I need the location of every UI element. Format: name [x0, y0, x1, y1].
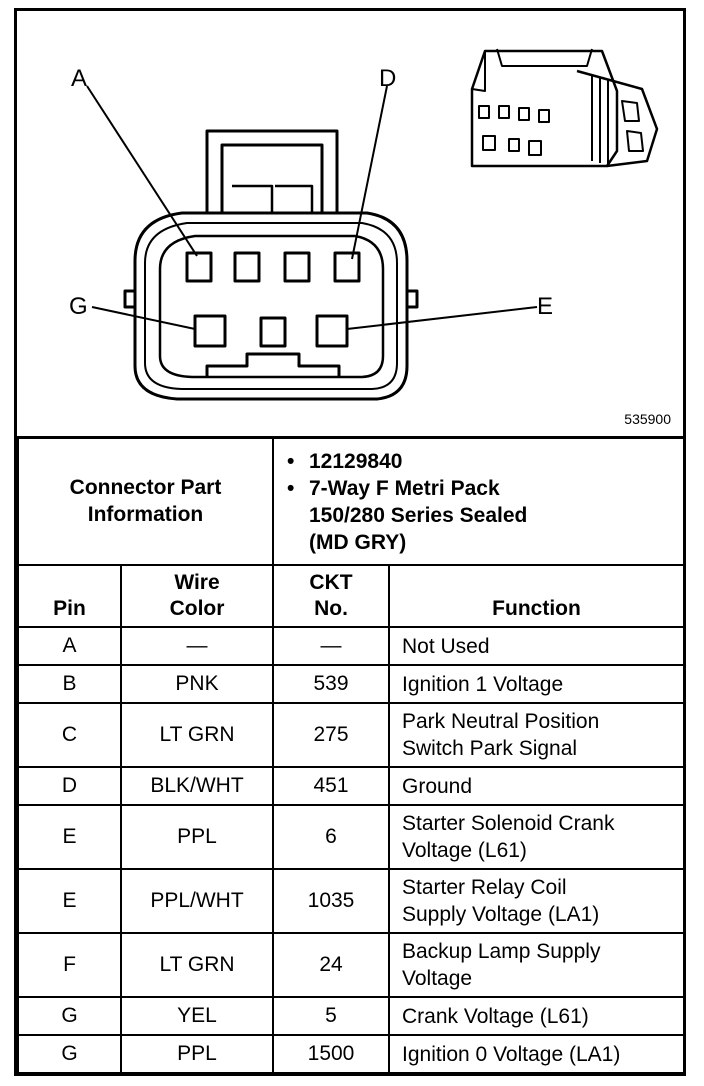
function-cell: Not Used — [388, 626, 685, 666]
connector-info-details: 12129840 7-Way F Metri Pack 150/280 Seri… — [272, 436, 685, 566]
header-pin: Pin — [17, 564, 122, 628]
ckt-cell: 1035 — [272, 868, 390, 934]
wire-color-cell: BLK/WHT — [120, 766, 274, 806]
pin-g-callout: G — [69, 293, 88, 320]
wire-color-cell: YEL — [120, 996, 274, 1036]
ckt-cell: 451 — [272, 766, 390, 806]
wire-color-cell: PNK — [120, 664, 274, 704]
function-cell: Ignition 1 Voltage — [388, 664, 685, 704]
connector-face-drawing — [86, 48, 659, 401]
pin-cell: E — [17, 804, 122, 870]
pin-a-callout: A — [71, 65, 88, 92]
wire-color-cell: PPL/WHT — [120, 868, 274, 934]
pin-cell: F — [17, 932, 122, 998]
function-cell: Ground — [388, 766, 685, 806]
function-cell: Ignition 0 Voltage (LA1) — [388, 1034, 685, 1074]
pin-cell: C — [17, 702, 122, 768]
connector-info-title: Connector Part Information — [17, 436, 274, 566]
ckt-cell: — — [272, 626, 390, 666]
wire-color-cell: — — [120, 626, 274, 666]
header-wire-color: Wire Color — [120, 564, 274, 628]
pin-cell: A — [17, 626, 122, 666]
header-function: Function — [388, 564, 685, 628]
wire-color-cell: PPL — [120, 1034, 274, 1074]
connector-diagram: A D G E 535900 — [17, 11, 683, 439]
ckt-cell: 24 — [272, 932, 390, 998]
ckt-cell: 539 — [272, 664, 390, 704]
wire-color-cell: LT GRN — [120, 932, 274, 998]
ckt-cell: 5 — [272, 996, 390, 1036]
pin-cell: G — [17, 996, 122, 1036]
pin-d-callout: D — [379, 65, 397, 92]
pin-e-callout: E — [537, 293, 554, 320]
pin-cell: B — [17, 664, 122, 704]
wire-color-cell: PPL — [120, 804, 274, 870]
ckt-cell: 6 — [272, 804, 390, 870]
pin-cell: G — [17, 1034, 122, 1074]
part-number: 12129840 — [287, 448, 682, 475]
connector-description: 7-Way F Metri Pack 150/280 Series Sealed… — [287, 475, 682, 556]
connector-sheet: A D G E 535900 Connector Part Informatio… — [14, 8, 686, 1076]
pinout-table: Connector Part Information 12129840 7-Wa… — [17, 436, 685, 1074]
table-header-row: Pin Wire Color CKT No. Function — [17, 564, 685, 628]
connector-info-row: Connector Part Information 12129840 7-Wa… — [17, 436, 685, 566]
table-row: A——Not Used — [17, 626, 685, 666]
ckt-cell: 275 — [272, 702, 390, 768]
wire-color-cell: LT GRN — [120, 702, 274, 768]
ckt-cell: 1500 — [272, 1034, 390, 1074]
pin-cell: E — [17, 868, 122, 934]
figure-number: 535900 — [624, 411, 671, 427]
function-cell: Crank Voltage (L61) — [388, 996, 685, 1036]
pin-cell: D — [17, 766, 122, 806]
header-ckt-no: CKT No. — [272, 564, 390, 628]
